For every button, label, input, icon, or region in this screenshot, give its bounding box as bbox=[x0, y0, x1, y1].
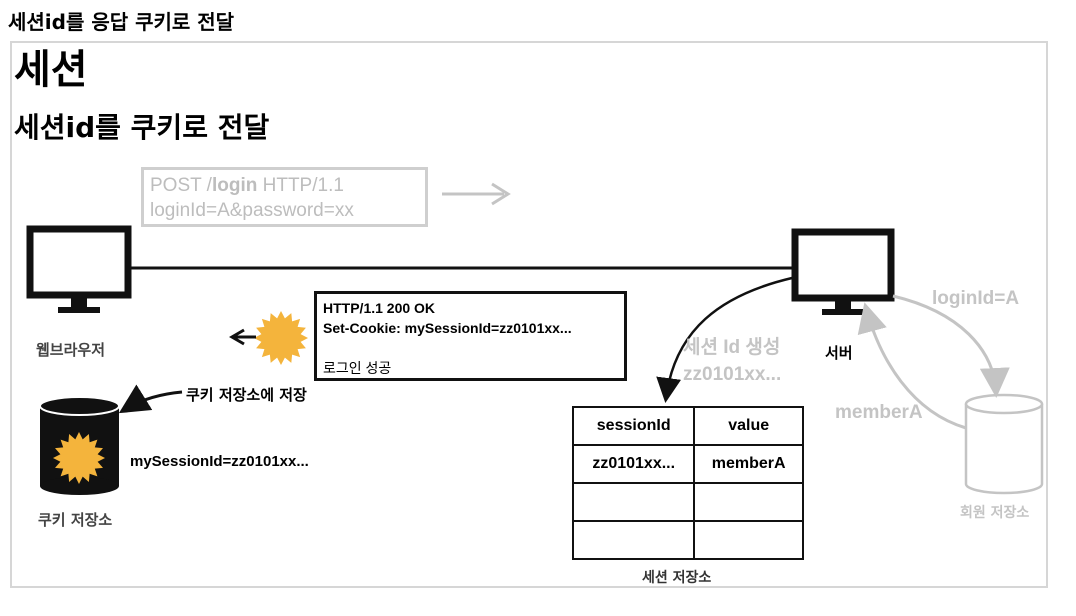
session-store-table: sessionId value zz0101xx... memberA bbox=[571, 406, 804, 560]
session-store-label: 세션 저장소 bbox=[642, 570, 712, 586]
request-path: login bbox=[211, 175, 258, 196]
table-cell: memberA bbox=[693, 444, 804, 484]
member-lookup-arrow bbox=[892, 294, 1010, 398]
response-status-line: HTTP/1.1 200 OK bbox=[323, 300, 436, 316]
browser-label: 웹브라우저 bbox=[36, 341, 106, 359]
store-cookie-arrow bbox=[118, 384, 183, 414]
member-return-arrow bbox=[857, 302, 967, 430]
table-header-row: sessionId value bbox=[571, 406, 804, 446]
slide-subtitle: 세션id를 쿠키로 전달 bbox=[14, 111, 270, 144]
table-cell bbox=[571, 482, 696, 522]
server-monitor-icon bbox=[791, 228, 895, 315]
member-response-label: memberA bbox=[835, 402, 923, 423]
page-title: 세션id를 응답 쿠키로 전달 bbox=[8, 10, 235, 34]
column-header-value: value bbox=[693, 406, 804, 446]
session-create-label: 세션 Id 생성 zz0101xx... bbox=[683, 334, 781, 388]
table-row bbox=[571, 482, 804, 522]
table-row: zz0101xx... memberA bbox=[571, 444, 804, 484]
cookie-store-label: 쿠키 저장소 bbox=[38, 511, 113, 529]
request-method: POST / bbox=[150, 175, 212, 196]
slide-frame bbox=[10, 41, 1048, 588]
request-version: HTTP/1.1 bbox=[257, 175, 344, 196]
cookie-store-arrow-label: 쿠키 저장소에 저장 bbox=[186, 386, 307, 404]
request-body: loginId=A&password=xx bbox=[150, 200, 354, 221]
cookie-store-content: mySessionId=zz0101xx... bbox=[130, 453, 309, 470]
member-request-label: loginId=A bbox=[932, 288, 1020, 309]
member-store-label: 회원 저장소 bbox=[960, 505, 1030, 521]
cookie-starburst-icon bbox=[254, 311, 308, 365]
session-create-arrow bbox=[656, 276, 793, 403]
cookie-store-starburst-icon bbox=[53, 432, 105, 484]
browser-monitor-icon bbox=[26, 225, 132, 313]
response-body: 로그인 성공 bbox=[323, 360, 392, 376]
session-create-line1: 세션 Id 생성 bbox=[683, 337, 781, 358]
response-cookie-line: Set-Cookie: mySessionId=zz0101xx... bbox=[323, 320, 572, 336]
table-cell bbox=[571, 520, 696, 560]
table-cell: zz0101xx... bbox=[571, 444, 696, 484]
member-store-cylinder-icon bbox=[964, 393, 1044, 495]
column-header-sessionid: sessionId bbox=[571, 406, 696, 446]
server-label: 서버 bbox=[825, 344, 853, 362]
table-cell bbox=[693, 482, 804, 522]
http-response-box: HTTP/1.1 200 OK Set-Cookie: mySessionId=… bbox=[314, 291, 627, 381]
http-request-box: POST /login HTTP/1.1 loginId=A&password=… bbox=[141, 167, 428, 227]
session-create-line2: zz0101xx... bbox=[683, 364, 782, 385]
slide-title: 세션 bbox=[14, 47, 88, 93]
cookie-to-browser-arrow bbox=[229, 328, 256, 346]
table-cell bbox=[693, 520, 804, 560]
table-row bbox=[571, 520, 804, 560]
request-arrow bbox=[442, 182, 511, 206]
